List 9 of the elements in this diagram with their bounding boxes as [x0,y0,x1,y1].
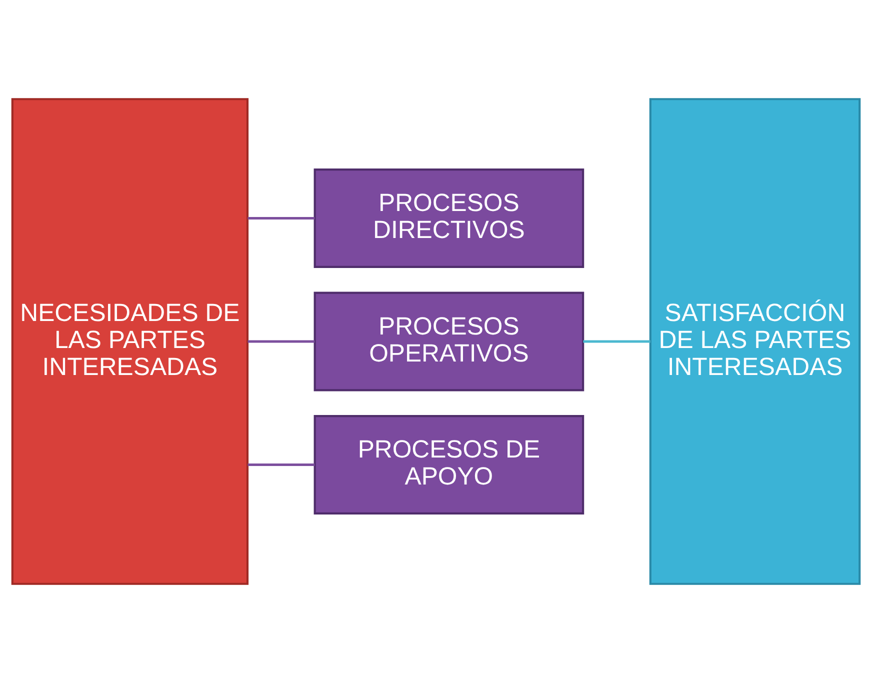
node-box: PROCESOS DE APOYO [314,415,584,514]
node-box: PROCESOS OPERATIVOS [314,292,584,392]
node-box: NECESIDADES DE LAS PARTES INTERESADAS [11,98,249,585]
node-box: PROCESOS DIRECTIVOS [314,168,584,268]
connector [248,340,315,343]
connector [248,463,315,466]
node-box: SATISFACCIÓN DE LAS PARTES INTERESADAS [649,98,861,585]
connector [248,216,315,220]
connector [583,340,650,343]
